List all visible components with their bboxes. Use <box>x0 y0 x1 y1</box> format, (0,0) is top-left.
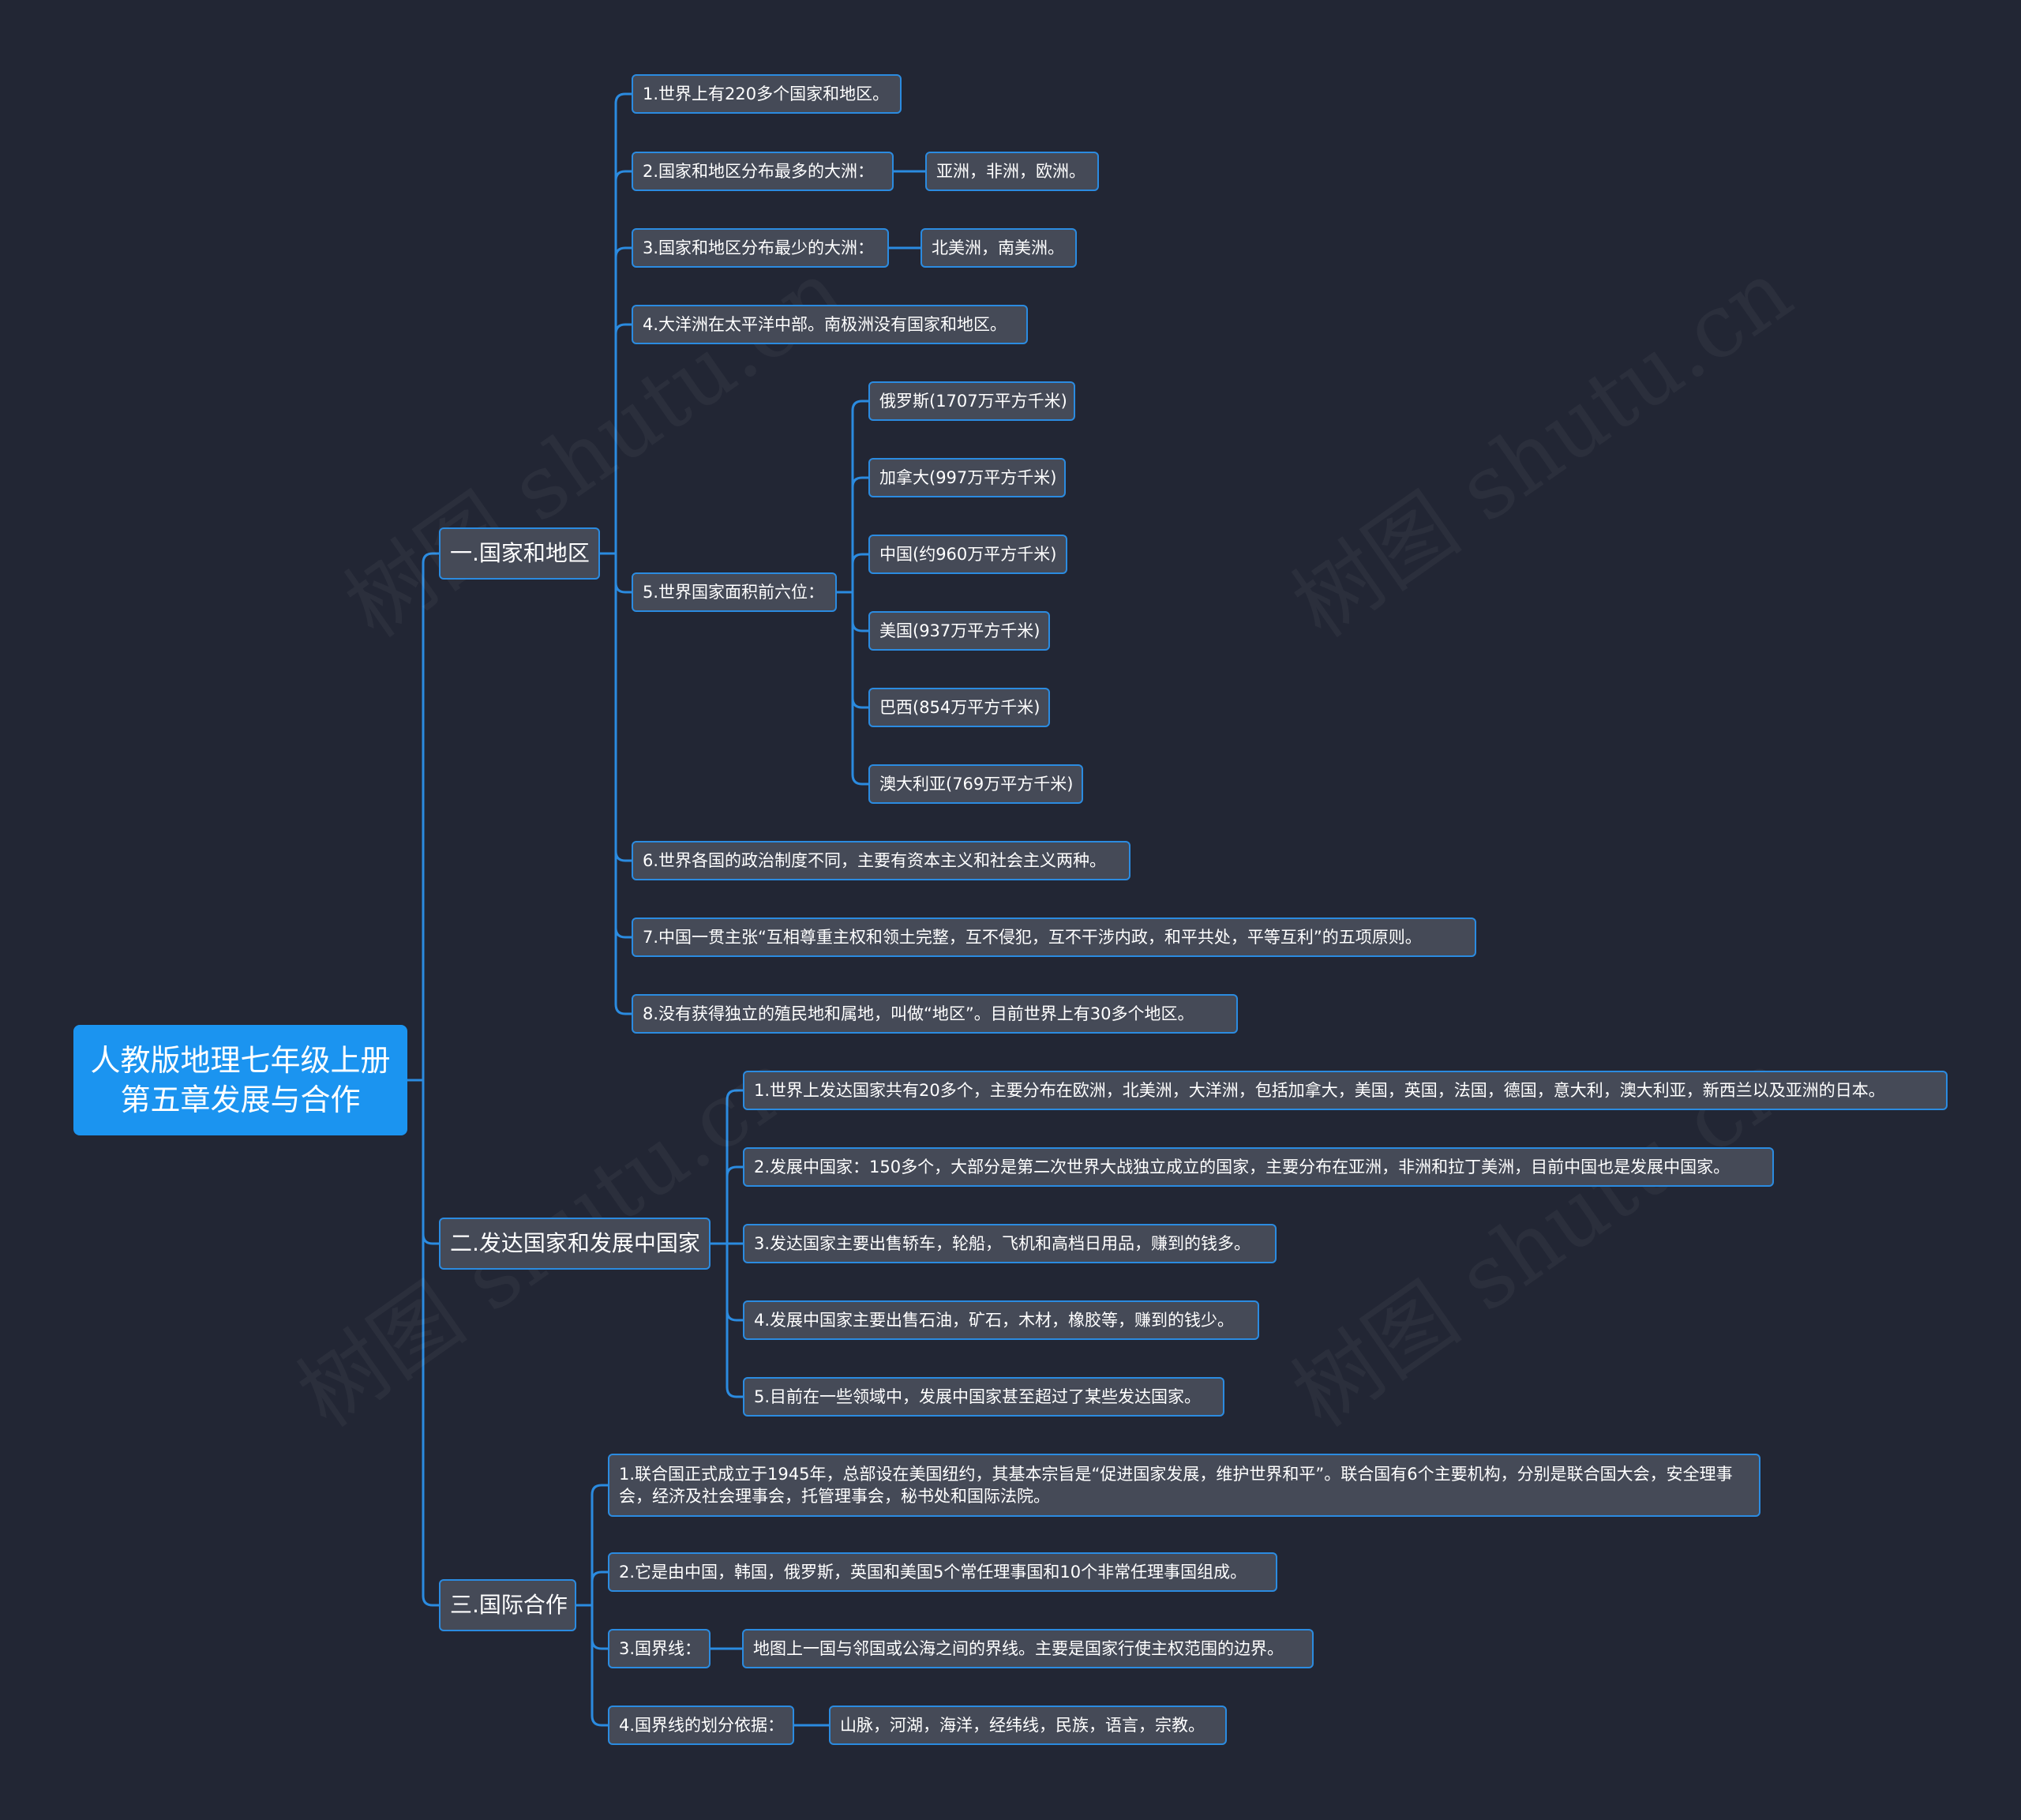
connector-line <box>614 554 632 594</box>
connector-line <box>851 592 868 709</box>
topic-node[interactable]: 8.没有获得独立的殖民地和属地，叫做“地区”。目前世界上有30多个地区。 <box>632 994 1238 1034</box>
topic-node[interactable]: 巴西(854万平方千米) <box>868 688 1050 727</box>
topic-node[interactable]: 5.世界国家面积前六位： <box>632 572 837 612</box>
connector-line <box>851 592 868 632</box>
topic-node[interactable]: 加拿大(997万平方千米) <box>868 458 1066 497</box>
topic-node[interactable]: 俄罗斯(1707万平方千米) <box>868 381 1075 421</box>
connector-line <box>614 92 632 554</box>
topic-node[interactable]: 2.发展中国家：150多个，大部分是第二次世界大战独立成立的国家，主要分布在亚洲… <box>743 1147 1774 1187</box>
topic-node[interactable]: 4.大洋洲在太平洋中部。南极洲没有国家和地区。 <box>632 305 1028 344</box>
connector-line <box>422 552 439 1080</box>
connector-line <box>726 1165 743 1244</box>
connector-line <box>726 1089 743 1244</box>
connector-line <box>726 1244 743 1398</box>
branch-countries-regions[interactable]: 一.国家和地区 <box>439 527 600 580</box>
connector-line <box>591 1484 608 1605</box>
topic-node[interactable]: 1.联合国正式成立于1945年，总部设在美国纽约，其基本宗旨是“促进国家发展，维… <box>608 1454 1760 1517</box>
topic-node[interactable]: 7.中国一贯主张“互相尊重主权和领土完整，互不侵犯，互不干涉内政，和平共处，平等… <box>632 918 1476 957</box>
branch-international-cooperation[interactable]: 三.国际合作 <box>439 1579 576 1631</box>
connector-line <box>614 554 632 1015</box>
connector-line <box>851 400 868 592</box>
topic-node[interactable]: 亚洲，非洲，欧洲。 <box>925 152 1099 191</box>
topic-node[interactable]: 4.发展中国家主要出售石油，矿石，木材，橡胶等，赚到的钱少。 <box>743 1300 1259 1340</box>
connector-line <box>591 1605 608 1650</box>
connector-line <box>614 554 632 862</box>
connector-line <box>851 476 868 592</box>
connector-line <box>614 170 632 554</box>
connector-line <box>614 554 632 939</box>
topic-node[interactable]: 地图上一国与邻国或公海之间的界线。主要是国家行使主权范围的边界。 <box>742 1629 1314 1668</box>
connector-line <box>422 1080 439 1245</box>
topic-node[interactable]: 山脉，河湖，海洋，经纬线，民族，语言，宗教。 <box>829 1706 1227 1745</box>
topic-node[interactable]: 3.国界线： <box>608 1629 711 1668</box>
connector-line <box>726 1244 743 1322</box>
connector-line <box>614 323 632 554</box>
root-topic[interactable]: 人教版地理七年级上册第五章发展与合作 <box>73 1025 407 1135</box>
topic-node[interactable]: 1.世界上发达国家共有20多个，主要分布在欧洲，北美洲，大洋洲，包括加拿大，美国… <box>743 1071 1948 1110</box>
topic-node[interactable]: 3.发达国家主要出售轿车，轮船，飞机和高档日用品，赚到的钱多。 <box>743 1224 1277 1263</box>
connector-line <box>851 553 868 592</box>
topic-node[interactable]: 5.目前在一些领域中，发展中国家甚至超过了某些发达国家。 <box>743 1377 1224 1417</box>
topic-node[interactable]: 2.国家和地区分布最多的大洲： <box>632 152 894 191</box>
topic-node[interactable]: 北美洲，南美洲。 <box>921 228 1077 268</box>
topic-node[interactable]: 美国(937万平方千米) <box>868 611 1050 651</box>
connector-line <box>591 1570 608 1605</box>
topic-node[interactable]: 2.它是由中国，韩国，俄罗斯，英国和美国5个常任理事国和10个非常任理事国组成。 <box>608 1552 1277 1592</box>
topic-node[interactable]: 3.国家和地区分布最少的大洲： <box>632 228 889 268</box>
topic-node[interactable]: 澳大利亚(769万平方千米) <box>868 764 1083 804</box>
connector-line <box>591 1605 608 1727</box>
branch-developed-developing[interactable]: 二.发达国家和发展中国家 <box>439 1218 711 1270</box>
connector-line <box>422 1080 439 1607</box>
topic-node[interactable]: 中国(约960万平方千米) <box>868 535 1067 574</box>
topic-node[interactable]: 1.世界上有220多个国家和地区。 <box>632 74 902 114</box>
topic-node[interactable]: 6.世界各国的政治制度不同，主要有资本主义和社会主义两种。 <box>632 841 1130 880</box>
topic-node[interactable]: 4.国界线的划分依据： <box>608 1706 794 1745</box>
connector-line <box>614 246 632 554</box>
connector-line <box>851 592 868 786</box>
